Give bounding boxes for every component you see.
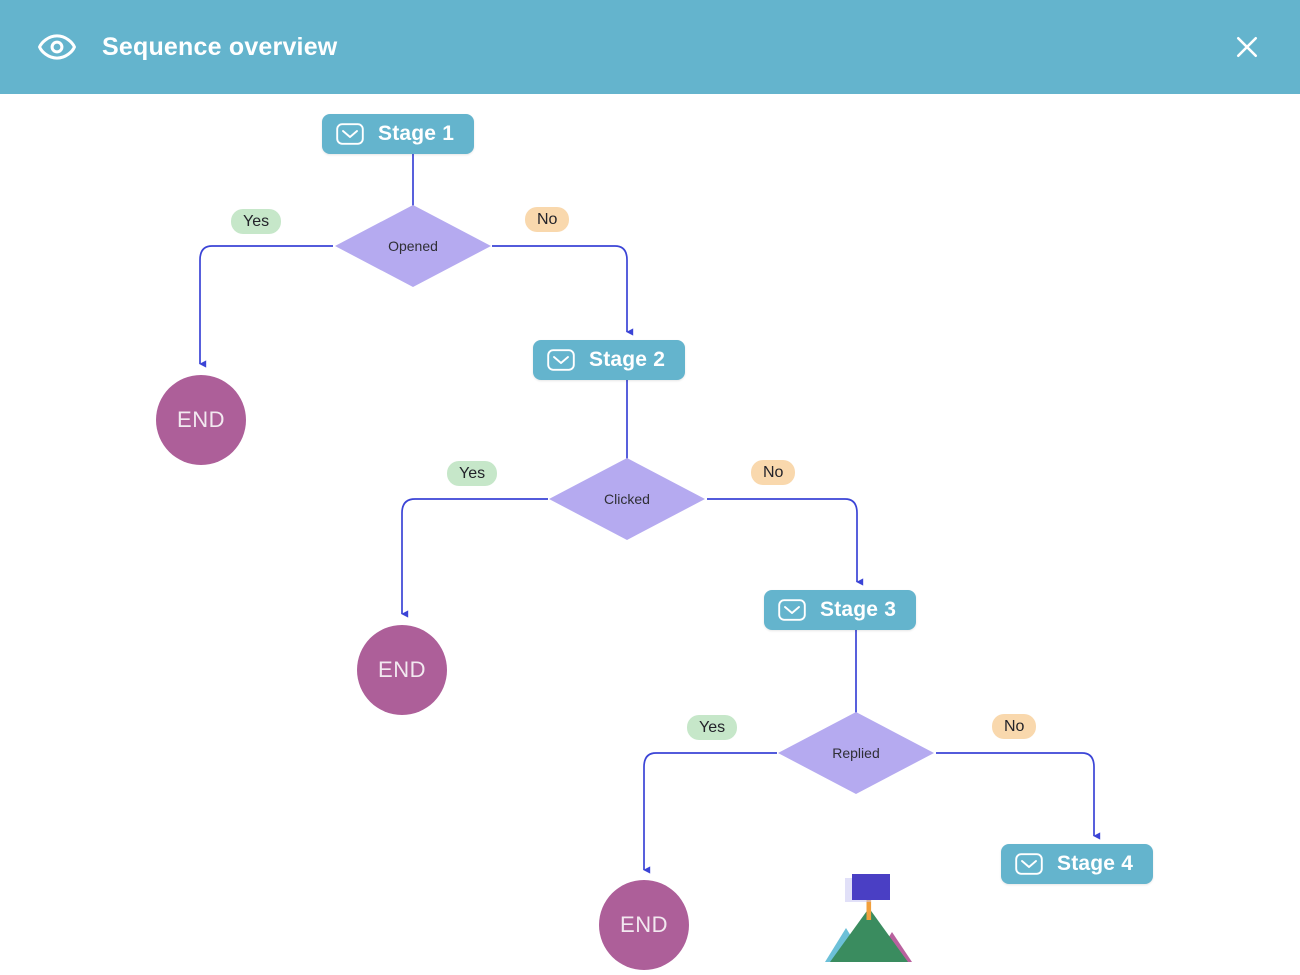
branch-label-yes-clicked: Yes (447, 461, 498, 486)
node-end2[interactable]: END (357, 625, 447, 715)
stage-label: Stage 2 (589, 348, 666, 371)
branch-label-no-opened: No (525, 207, 570, 232)
node-stage3[interactable]: Stage 3 (764, 590, 917, 630)
edge-replied-yes-end3 (643, 752, 777, 874)
decision-label: Clicked (604, 491, 650, 507)
node-stage4[interactable]: Stage 4 (1001, 844, 1154, 884)
decision-label: Replied (832, 745, 880, 761)
edge-clicked-no-stage3 (707, 498, 864, 586)
branch-label-no-replied: No (992, 714, 1037, 739)
end-label: END (378, 657, 426, 682)
envelope-icon (336, 123, 364, 145)
close-icon (1236, 36, 1258, 58)
node-end1[interactable]: END (156, 375, 246, 465)
branch-label-yes-opened: Yes (231, 209, 282, 234)
branch-label-yes-replied: Yes (687, 715, 738, 740)
diamond-shape (778, 712, 934, 794)
edge-replied-no-stage4 (936, 752, 1101, 840)
edge-opened-no-stage2 (492, 245, 634, 336)
node-decision-opened[interactable]: Opened (334, 204, 492, 288)
flow-canvas[interactable]: Stage 1 Opened Yes No END Stage 2 Clicke… (0, 94, 1300, 975)
envelope-icon (778, 599, 806, 621)
diamond-shape (549, 458, 705, 540)
page-title: Sequence overview (102, 32, 338, 61)
diamond-shape (335, 205, 491, 287)
node-decision-replied[interactable]: Replied (777, 711, 935, 795)
end-label: END (620, 912, 668, 937)
node-stage1[interactable]: Stage 1 (322, 114, 475, 154)
stage-label: Stage 3 (820, 598, 897, 621)
close-button[interactable] (1228, 28, 1266, 66)
stage-label: Stage 4 (1057, 852, 1134, 875)
edge-clicked-yes-end2 (401, 498, 548, 618)
mountain-flag-logo (825, 874, 912, 962)
decision-label: Opened (388, 238, 438, 254)
end-label: END (177, 407, 225, 432)
node-stage2[interactable]: Stage 2 (533, 340, 686, 380)
envelope-icon (1015, 853, 1043, 875)
modal-header: Sequence overview (0, 0, 1300, 94)
stage-label: Stage 1 (378, 122, 455, 145)
eye-icon (38, 34, 76, 60)
node-decision-clicked[interactable]: Clicked (548, 457, 706, 541)
branch-label-no-clicked: No (751, 460, 796, 485)
envelope-icon (547, 349, 575, 371)
node-end3[interactable]: END (599, 880, 689, 970)
edge-opened-yes-end1 (199, 245, 333, 368)
